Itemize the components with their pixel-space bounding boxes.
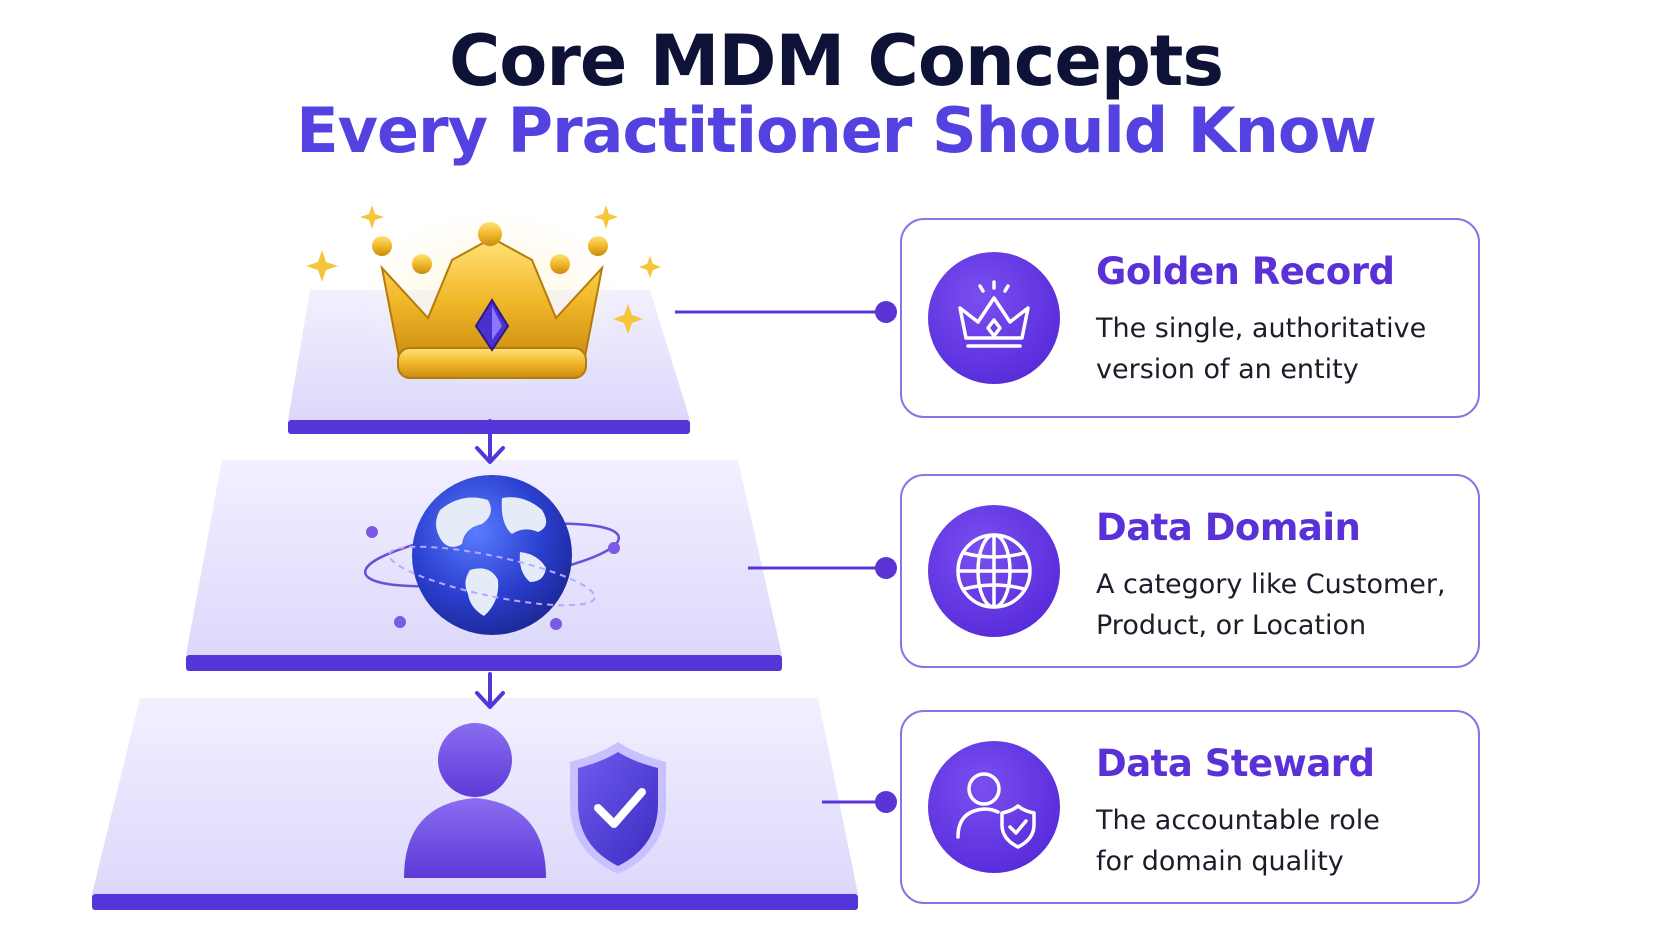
- concept-description: The accountable role for domain quality: [1096, 805, 1380, 877]
- user-shield-outline-icon: [928, 741, 1060, 873]
- arrow-down-icon: [475, 672, 505, 709]
- concept-card-data-steward: Data Steward The accountable role for do…: [900, 710, 1480, 904]
- concept-title: Data Domain: [1096, 506, 1361, 549]
- globe-outline-icon: [928, 505, 1060, 637]
- main-title: Core MDM Concepts: [448, 20, 1224, 102]
- concept-title: Golden Record: [1096, 250, 1395, 293]
- globe-with-orbits-icon: [363, 475, 621, 635]
- crown-outline-icon: [928, 252, 1060, 384]
- golden-crown-icon: [306, 205, 661, 390]
- connector-line: [675, 301, 897, 323]
- arrow-down-icon: [475, 419, 505, 464]
- concept-card-golden-record: Golden Record The single, authoritative …: [900, 218, 1480, 418]
- connector-line: [748, 557, 897, 579]
- concept-description: A category like Customer, Product, or Lo…: [1096, 569, 1446, 641]
- connector-line: [822, 791, 897, 813]
- concept-title: Data Steward: [1096, 742, 1375, 785]
- concept-card-data-domain: Data Domain A category like Customer, Pr…: [900, 474, 1480, 668]
- concept-description: The single, authoritative version of an …: [1096, 313, 1427, 385]
- person-with-shield-check-icon: [404, 723, 666, 878]
- subtitle: Every Practitioner Should Know: [296, 94, 1377, 167]
